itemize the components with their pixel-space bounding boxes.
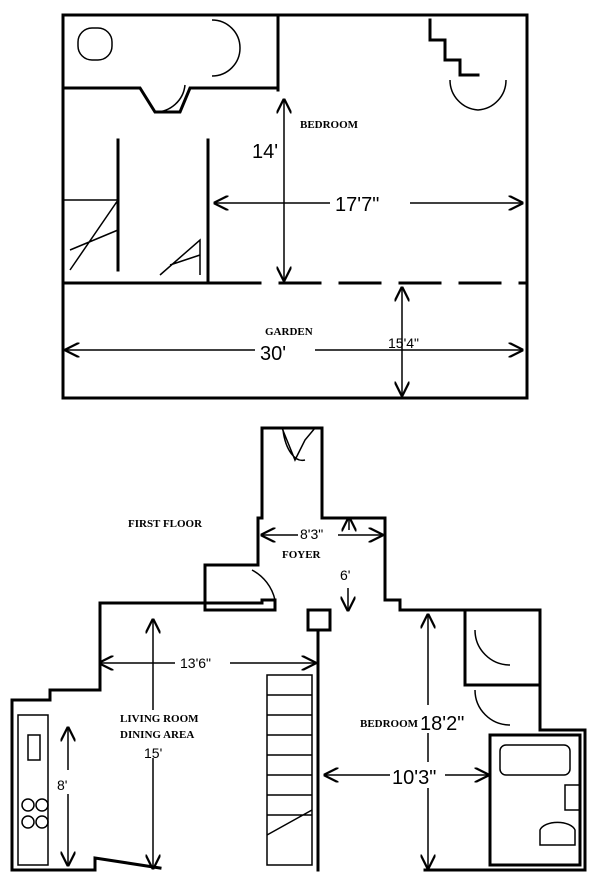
first-floor-title: FIRST FLOOR	[128, 518, 203, 530]
foyer-label: FOYER	[282, 549, 322, 561]
closet-step-wall	[428, 18, 480, 77]
dining-area-label: DINING AREA	[120, 729, 194, 741]
door-swing-icon	[474, 629, 511, 726]
bath-wall-lower	[61, 86, 280, 114]
garden-width-dimension: 30'	[260, 343, 286, 365]
entry-door-icon	[281, 427, 316, 462]
stove-icon	[21, 798, 49, 829]
staircase	[266, 674, 313, 866]
column	[306, 608, 332, 632]
living-room-label: LIVING ROOM	[120, 713, 199, 725]
door-swing-icon	[211, 19, 241, 77]
closet	[463, 608, 542, 687]
living-width-dimension: 13'6"	[180, 655, 211, 671]
upper-outer-wall	[61, 13, 529, 400]
bedroom-depth-dimension: 18'2"	[420, 713, 464, 735]
stair-icon	[63, 199, 120, 271]
first-floor-west-wall	[10, 426, 277, 872]
foyer-width-dimension: 8'3"	[300, 526, 323, 542]
sink-icon	[27, 734, 41, 761]
stair-treads-icon	[266, 694, 313, 836]
kitchen-depth-dimension: 8'	[57, 777, 67, 793]
sink-icon	[564, 784, 581, 811]
garden-label: GARDEN	[265, 326, 313, 338]
upper-floor-plan: BEDROOM 14' 17'7" GARDEN 30' 15'4"	[61, 13, 529, 400]
first-floor-plan: FIRST FLOOR 8'3" FOYER 6' 13'6" LIVING R…	[10, 426, 587, 872]
toilet-icon	[77, 27, 113, 61]
bedroom-label: BEDROOM	[300, 119, 359, 131]
garden-depth-dimension: 15'4"	[388, 335, 419, 351]
first-floor-east-wall	[260, 426, 587, 872]
door-swing-icon	[251, 569, 276, 601]
bedroom-width-dimension: 10'3"	[392, 767, 436, 789]
door-swing-icon	[154, 84, 186, 113]
foyer-depth-dimension: 6'	[340, 567, 350, 583]
kitchen-counter	[17, 714, 49, 866]
toilet-icon	[539, 821, 576, 846]
bedroom-depth-dimension: 14'	[252, 141, 278, 163]
tub-icon	[499, 744, 571, 776]
bedroom-label: BEDROOM	[360, 718, 419, 730]
door-swing-icon	[449, 79, 507, 111]
bedroom-width-dimension: 17'7"	[335, 194, 379, 216]
stair-icon	[159, 238, 201, 276]
living-depth-dimension: 15'	[144, 745, 162, 761]
